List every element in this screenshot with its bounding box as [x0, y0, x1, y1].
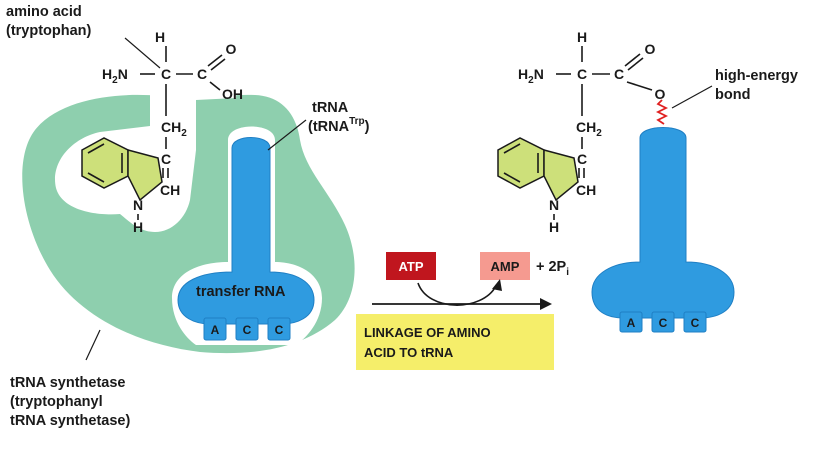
- amp-label: AMP: [491, 259, 520, 274]
- energy-arrow-head: [492, 279, 502, 291]
- trna-trp-label: (tRNATrp): [308, 116, 370, 135]
- atom-o-double-right: O: [645, 41, 656, 57]
- atom-ch-right: CH: [576, 182, 596, 198]
- amp-box: [480, 252, 530, 280]
- atom-c3-right: C: [577, 151, 587, 167]
- atom-h2n-right: H2N: [518, 66, 544, 86]
- synthetase-label-3: tRNA synthetase): [10, 413, 130, 429]
- high-energy-bond-zigzag: [655, 99, 669, 125]
- anticodon-base-left-1: [203, 317, 227, 341]
- anticodon-base-right-1: [619, 311, 643, 333]
- anticodon-label-left-2: C: [243, 323, 252, 337]
- amino-acid-pocket: [55, 70, 237, 232]
- anticodon-base-left-2: [235, 317, 259, 341]
- anticodon-label-right-3: C: [691, 316, 700, 330]
- amino-acid-label: amino acid: [6, 4, 82, 20]
- benzene-ring-right: [497, 137, 545, 189]
- trna-label: tRNA: [312, 100, 349, 116]
- atom-carboxyl-c-right: C: [614, 66, 624, 82]
- atom-h2n-left: H2N: [102, 66, 128, 86]
- synthetase-label-2: (tryptophanyl: [10, 394, 103, 410]
- atp-box: [386, 252, 436, 280]
- synthetase-label-1: tRNA synthetase: [10, 375, 126, 391]
- trna-left-body: [177, 137, 315, 325]
- atom-o-ester-right: O: [655, 86, 666, 102]
- high-energy-label-1: high-energy: [715, 68, 798, 84]
- atom-alpha-c-left: C: [161, 66, 171, 82]
- atom-ch-left: CH: [160, 182, 180, 198]
- atp-label: ATP: [398, 259, 423, 274]
- trna-right-body: [591, 127, 735, 319]
- high-energy-label-2: bond: [715, 87, 750, 103]
- anticodon-base-right-2: [651, 311, 675, 333]
- anticodon-label-left-3: C: [275, 323, 284, 337]
- atom-h-n-right: H: [549, 219, 559, 235]
- amino-acid-leader: [124, 37, 161, 69]
- atom-h-top-right: H: [577, 29, 587, 45]
- energy-arrow-curve: [417, 282, 497, 306]
- synthetase-leader: [85, 329, 101, 361]
- trna-leader: [267, 119, 307, 151]
- atom-h-top-left: H: [155, 29, 165, 45]
- anticodon-label-right-1: A: [627, 316, 636, 330]
- tryptophan-left: H H2N C C O OH CH2 C CH N H: [81, 29, 243, 235]
- anticodon-label-right-2: C: [659, 316, 668, 330]
- two-pi-label: + 2Pi: [536, 259, 569, 278]
- reaction-arrow-head: [540, 298, 552, 310]
- atom-ch2-right: CH2: [576, 119, 602, 139]
- tryptophan-right: H H2N C C O O CH2 C CH N H: [497, 29, 666, 235]
- reaction-panel: ATP AMP + 2Pi LINKAGE OF AMINO ACID TO t…: [356, 252, 569, 370]
- linkage-line-1: LINKAGE OF AMINO: [364, 325, 491, 340]
- pyrrole-ring-right: [543, 149, 579, 202]
- atom-ch2-left: CH2: [161, 119, 187, 139]
- linkage-box: [356, 314, 554, 370]
- anticodon-base-right-3: [683, 311, 707, 333]
- linkage-line-2: ACID TO tRNA: [364, 345, 454, 360]
- anticodon-label-left-1: A: [211, 323, 220, 337]
- pyrrole-ring-left: [127, 149, 163, 202]
- atom-n-right: N: [549, 197, 559, 213]
- atom-n-left: N: [133, 197, 143, 213]
- atom-oh-left: OH: [222, 86, 243, 102]
- atom-c3-left: C: [161, 151, 171, 167]
- trna-left: A C C transfer RNA: [177, 137, 315, 341]
- tryptophan-label: (tryptophan): [6, 23, 92, 39]
- atom-h-n-left: H: [133, 219, 143, 235]
- high-energy-leader: [671, 85, 713, 109]
- anticodon-base-left-3: [267, 317, 291, 341]
- trna-right: A C C: [591, 99, 735, 333]
- atom-alpha-c-right: C: [577, 66, 587, 82]
- atom-carboxyl-c-left: C: [197, 66, 207, 82]
- transfer-rna-label: transfer RNA: [196, 284, 286, 300]
- atom-o-left: O: [226, 41, 237, 57]
